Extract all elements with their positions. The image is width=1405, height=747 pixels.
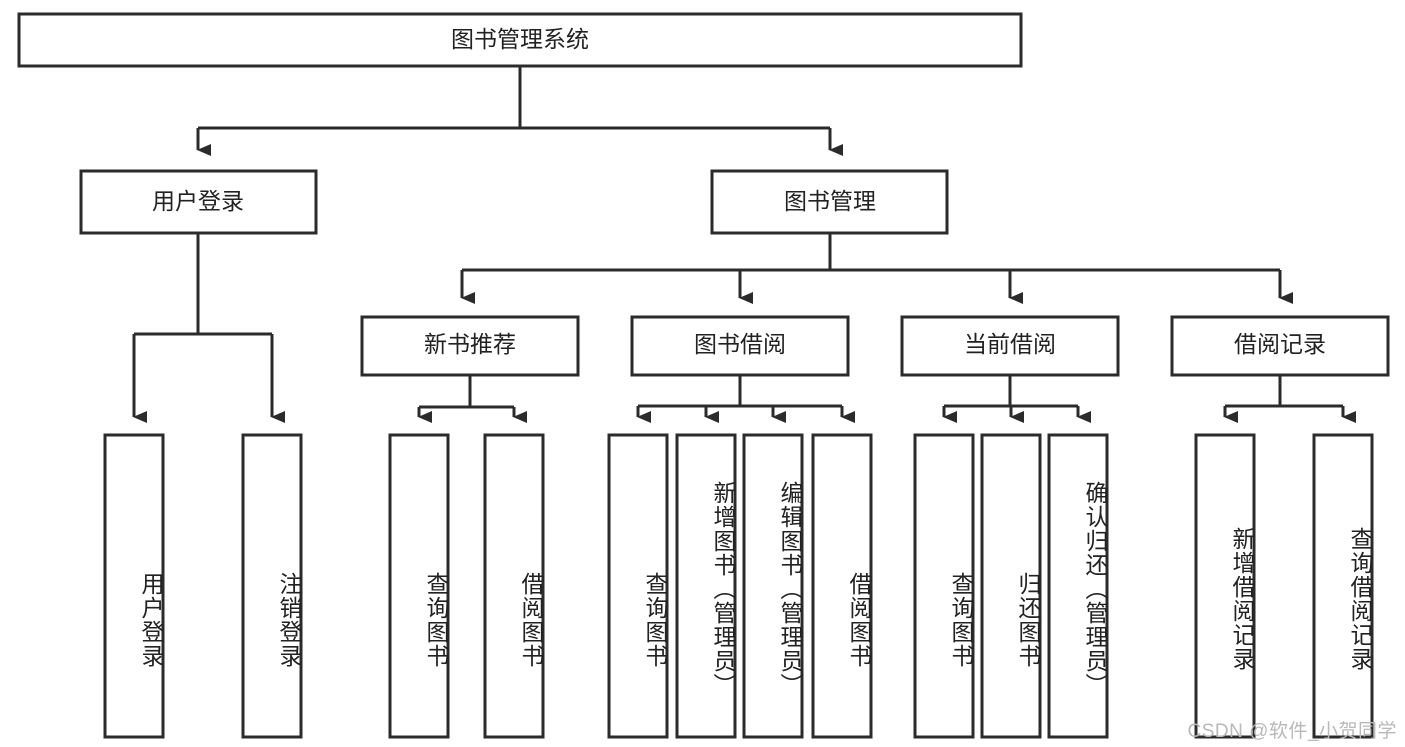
node-leaf-confirm-return-box[interactable] <box>1047 433 1109 739</box>
connectors-borrow-record-to-leaves <box>1223 376 1356 423</box>
node-leaf-return-book-box[interactable] <box>980 433 1042 739</box>
node-book-manage[interactable]: 图书管理 <box>710 169 949 235</box>
node-leaf-query-book-2-box[interactable] <box>607 433 669 739</box>
csdn-watermark: CSDN @软件_小贺同学 <box>1187 721 1397 742</box>
node-borrow-record-box[interactable] <box>1170 315 1390 377</box>
node-root-box[interactable] <box>17 12 1023 68</box>
node-root[interactable]: 图书管理系统 <box>17 12 1023 68</box>
node-borrow-record[interactable]: 借阅记录 <box>1170 315 1390 377</box>
connectors-user-login-to-leaves <box>132 233 285 423</box>
node-leaf-query-book-1-box[interactable] <box>388 433 450 739</box>
connectors-book-borrow-to-leaves <box>636 376 855 423</box>
node-root-label: 图书管理系统 <box>451 26 589 52</box>
node-user-login[interactable]: 用户登录 <box>79 169 318 235</box>
node-book-borrow[interactable]: 图书借阅 <box>630 315 850 377</box>
node-leaf-query-record-box[interactable] <box>1312 433 1374 739</box>
node-book-manage-label: 图书管理 <box>784 188 876 214</box>
node-leaf-add-book-box[interactable] <box>675 433 737 739</box>
node-leaf-borrow-book-1-box[interactable] <box>483 433 545 739</box>
node-current-borrow-box[interactable] <box>900 315 1120 377</box>
node-leaf-add-record-box[interactable] <box>1194 433 1256 739</box>
node-leaf-borrow-book-2-box[interactable] <box>811 433 873 739</box>
node-leaf-user-login-box[interactable] <box>103 433 165 739</box>
connectors-book-manage-to-level3 <box>460 233 1293 304</box>
node-leaf-logout-box[interactable] <box>241 433 303 739</box>
node-new-book-rec-label: 新书推荐 <box>424 331 516 357</box>
node-leaf-query-book-3-box[interactable] <box>913 433 975 739</box>
connectors-current-borrow-to-leaves <box>942 376 1091 423</box>
node-borrow-record-label: 借阅记录 <box>1234 331 1326 357</box>
node-book-borrow-box[interactable] <box>630 315 850 377</box>
node-current-borrow[interactable]: 当前借阅 <box>900 315 1120 377</box>
node-user-login-box[interactable] <box>79 169 318 235</box>
node-book-manage-box[interactable] <box>710 169 949 235</box>
node-new-book-rec-box[interactable] <box>360 315 580 377</box>
connectors-root-to-level2 <box>196 66 843 156</box>
node-user-login-label: 用户登录 <box>152 188 244 214</box>
node-current-borrow-label: 当前借阅 <box>964 331 1056 357</box>
node-book-borrow-label: 图书借阅 <box>694 331 786 357</box>
node-new-book-rec[interactable]: 新书推荐 <box>360 315 580 377</box>
node-leaf-edit-book-box[interactable] <box>742 433 804 739</box>
connectors-new-book-rec-to-leaves <box>417 376 527 423</box>
